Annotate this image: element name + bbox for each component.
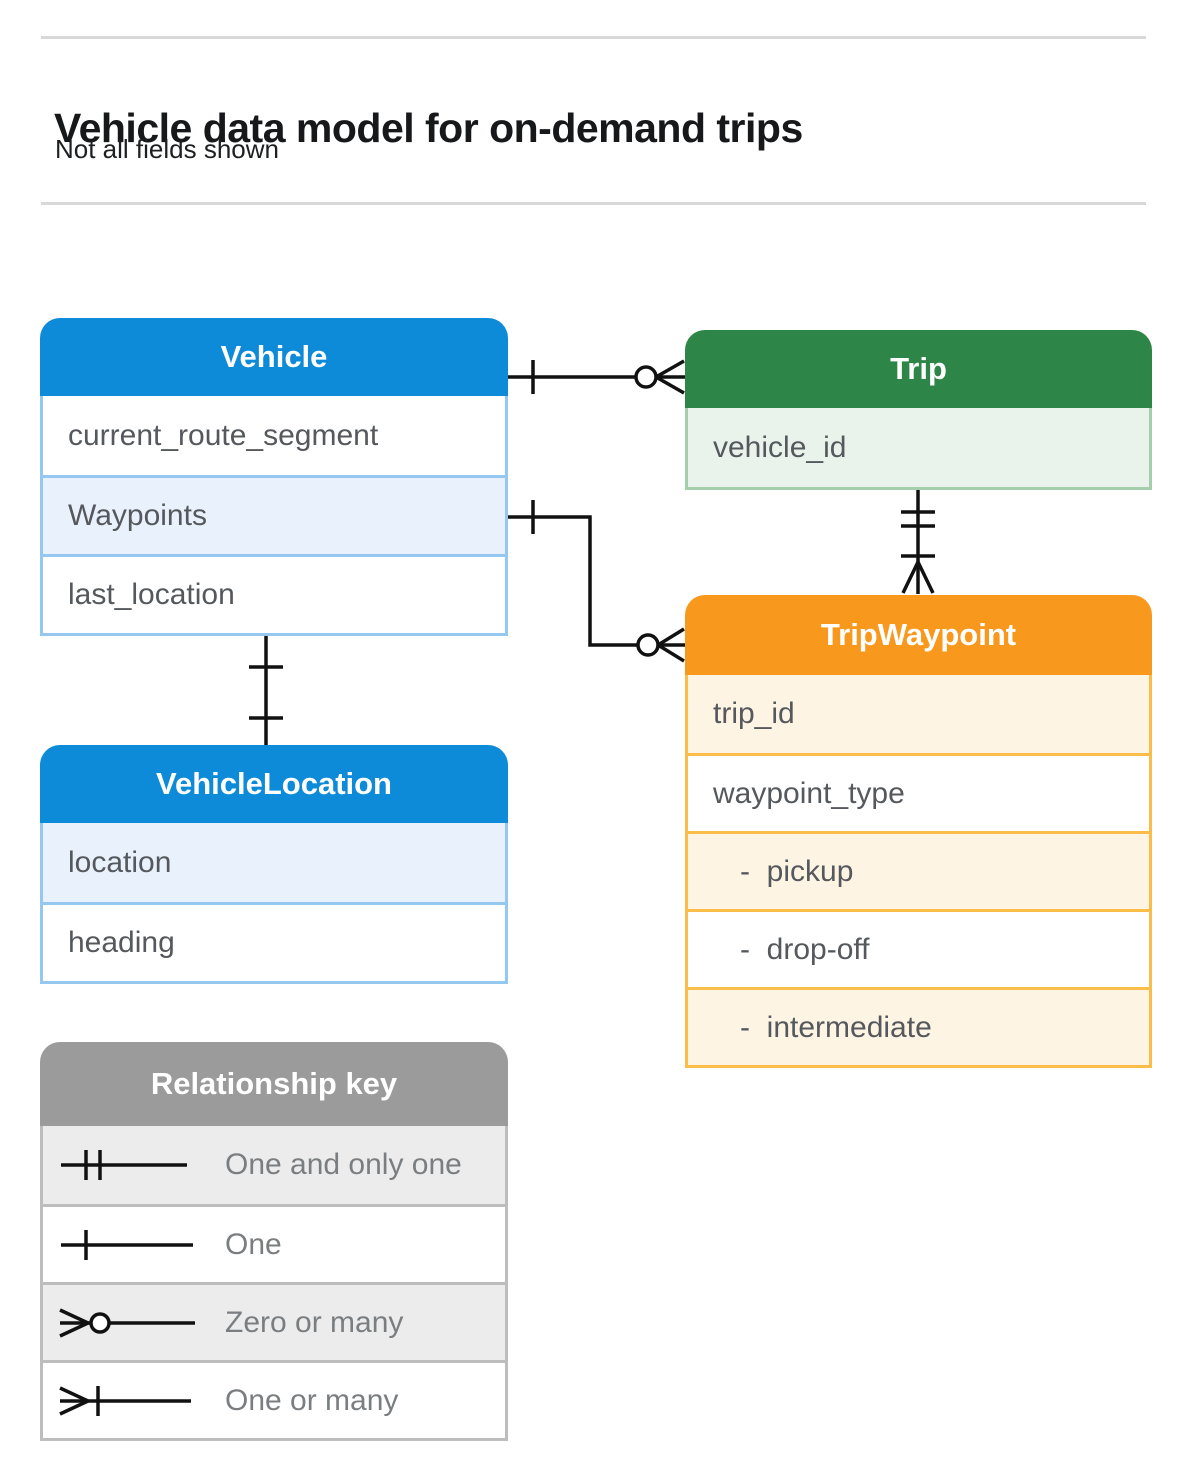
legend-item-label: One or many: [225, 1383, 399, 1417]
entity-tripwaypoint-title: TripWaypoint: [685, 595, 1152, 675]
page-title: Vehicle data model for on-demand trips: [54, 105, 803, 152]
entity-vehicle-body: current_route_segment Waypoints last_loc…: [40, 396, 508, 636]
legend-item-label: One and only one: [225, 1148, 462, 1181]
relationship-key-title: Relationship key: [40, 1042, 508, 1126]
entity-vehiclelocation-body: location heading: [40, 823, 508, 984]
one-symbol: [61, 1229, 193, 1260]
legend-item-one: One: [43, 1204, 505, 1282]
page-subtitle: Not all fields shown: [55, 134, 279, 164]
legend-item-label: One: [225, 1227, 282, 1261]
field-vehicle-id: vehicle_id: [688, 408, 1149, 487]
entity-trip-title: Trip: [685, 330, 1152, 408]
top-divider: [41, 36, 1146, 39]
field-waypoint-type: waypoint_type: [688, 753, 1149, 831]
entity-vehiclelocation: VehicleLocation location heading: [40, 745, 508, 984]
field-last-location: last_location: [43, 554, 505, 633]
field-heading: heading: [43, 902, 505, 981]
field-waypoint-type-intermediate: - intermediate: [688, 987, 1149, 1065]
zero-or-many-symbol: [59, 1307, 195, 1338]
field-waypoints: Waypoints: [43, 475, 505, 554]
field-waypoint-type-drop-off: - drop-off: [688, 909, 1149, 987]
relationship-key-body: One and only one One Zero or many: [40, 1126, 508, 1441]
relationship-vehicle-vehiclelocation: [249, 636, 283, 745]
legend-item-label: Zero or many: [225, 1305, 404, 1339]
field-location: location: [43, 823, 505, 902]
entity-tripwaypoint-body: trip_id waypoint_type - pickup - drop-of…: [685, 675, 1152, 1068]
relationship-vehicle-trip: [508, 359, 685, 395]
one-or-many-symbol: [59, 1385, 191, 1416]
field-current-route-segment: current_route_segment: [43, 396, 505, 475]
entity-vehicle-title: Vehicle: [40, 318, 508, 396]
legend-item-one-and-only-one: One and only one: [43, 1126, 505, 1204]
field-waypoint-type-pickup: - pickup: [688, 831, 1149, 909]
legend-item-zero-or-many: Zero or many: [43, 1282, 505, 1360]
entity-trip: Trip vehicle_id: [685, 330, 1152, 490]
entity-vehicle: Vehicle current_route_segment Waypoints …: [40, 318, 508, 636]
relationship-trip-tripwaypoint: [901, 490, 935, 594]
entity-tripwaypoint: TripWaypoint trip_id waypoint_type - pic…: [685, 595, 1152, 1068]
relationship-key: Relationship key One and only one One: [40, 1042, 508, 1441]
one-and-only-one-symbol: [61, 1150, 187, 1180]
entity-vehiclelocation-title: VehicleLocation: [40, 745, 508, 823]
relationship-waypoints-tripwaypoint: [508, 500, 685, 663]
header-divider: [41, 202, 1146, 205]
entity-trip-body: vehicle_id: [685, 408, 1152, 490]
legend-item-one-or-many: One or many: [43, 1360, 505, 1438]
field-trip-id: trip_id: [688, 675, 1149, 753]
